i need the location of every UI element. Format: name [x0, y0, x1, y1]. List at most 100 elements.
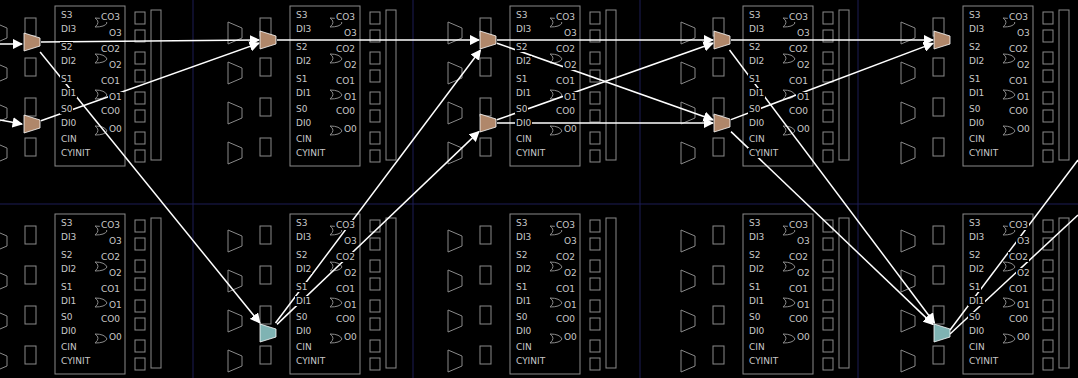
- net-connector: [41, 43, 259, 121]
- pin-label: DI1: [60, 296, 77, 306]
- net-connector: [731, 43, 933, 119]
- pin-label: DI1: [968, 88, 985, 98]
- pin-label: O2: [343, 60, 358, 70]
- pin-label: DI2: [515, 264, 532, 274]
- pin-label: S1: [515, 282, 528, 292]
- pin-label: S3: [748, 218, 761, 228]
- pin-label: S3: [295, 218, 308, 228]
- pin-label: O3: [108, 236, 123, 246]
- pin-label: CO1: [788, 284, 809, 294]
- pin-label: CIN: [968, 342, 986, 352]
- pin-label: CIN: [515, 134, 533, 144]
- pin-label: O0: [343, 332, 358, 342]
- pin-label: CO0: [335, 314, 356, 324]
- pin-label: O3: [796, 28, 811, 38]
- pin-label: S2: [968, 42, 981, 52]
- pin-label: S0: [295, 312, 308, 322]
- pin-label: O0: [796, 332, 811, 342]
- pin-label: CO2: [1008, 252, 1029, 262]
- pin-label: DI3: [748, 24, 765, 34]
- pin-label: O1: [343, 92, 358, 102]
- placed-cell: [933, 30, 951, 50]
- pin-label: CO0: [100, 314, 121, 324]
- pin-label: DI2: [60, 264, 77, 274]
- pin-label: CO3: [100, 12, 121, 22]
- slice-outline: [681, 6, 849, 166]
- placed-cell: [713, 30, 731, 50]
- pin-label: DI3: [515, 24, 532, 34]
- pin-label: DI3: [60, 232, 77, 242]
- slice-outline: [901, 214, 1069, 374]
- pin-label: CO0: [335, 106, 356, 116]
- tile-border: [0, 204, 1078, 205]
- pin-label: DI2: [748, 56, 765, 66]
- net-connector: [731, 39, 933, 41]
- pin-label: CO3: [335, 220, 356, 230]
- pin-label: O1: [108, 300, 123, 310]
- pin-label: S2: [968, 250, 981, 260]
- pin-label: DI0: [748, 118, 765, 128]
- pin-label: DI2: [968, 56, 985, 66]
- pin-label: O0: [1016, 124, 1031, 134]
- pin-label: DI0: [748, 326, 765, 336]
- pin-label: CO1: [100, 284, 121, 294]
- pin-label: CO0: [1008, 314, 1029, 324]
- pin-label: DI0: [295, 326, 312, 336]
- pin-label: O1: [563, 92, 578, 102]
- pin-label: DI0: [515, 326, 532, 336]
- pin-label: O1: [796, 300, 811, 310]
- pin-label: CO2: [555, 252, 576, 262]
- net-connector: [41, 40, 259, 42]
- pin-label: S0: [968, 104, 981, 114]
- pin-label: CIN: [748, 134, 766, 144]
- pin-label: O2: [1016, 60, 1031, 70]
- pin-label: O1: [1016, 92, 1031, 102]
- net-connector: [276, 50, 481, 323]
- pin-label: CO1: [555, 76, 576, 86]
- net-connector: [730, 50, 935, 323]
- pin-label: DI1: [60, 88, 77, 98]
- pin-label: CO3: [1008, 220, 1029, 230]
- pin-label: O0: [108, 332, 123, 342]
- pin-label: O1: [108, 92, 123, 102]
- pin-label: CO3: [1008, 12, 1029, 22]
- pin-label: CYINIT: [295, 356, 326, 366]
- pin-label: CO3: [555, 220, 576, 230]
- pin-label: DI0: [295, 118, 312, 128]
- pin-label: CO3: [555, 12, 576, 22]
- pin-label: S0: [968, 312, 981, 322]
- pin-label: CO1: [555, 284, 576, 294]
- pin-label: O0: [108, 124, 123, 134]
- pin-label: DI1: [515, 88, 532, 98]
- output-wire: [950, 215, 1078, 334]
- placed-cell: [259, 30, 277, 50]
- pin-label: S0: [60, 104, 73, 114]
- pin-label: S3: [968, 10, 981, 20]
- pin-label: S0: [748, 312, 761, 322]
- pin-label: O0: [796, 124, 811, 134]
- pin-label: S1: [295, 282, 308, 292]
- pin-label: O2: [108, 60, 123, 70]
- pin-label: S3: [515, 10, 528, 20]
- pin-label: S1: [515, 74, 528, 84]
- pin-label: O3: [1016, 236, 1031, 246]
- tile-border: [413, 0, 414, 378]
- pin-label: CYINIT: [748, 356, 779, 366]
- pin-label: DI3: [968, 24, 985, 34]
- pin-label: S2: [515, 42, 528, 52]
- placed-cell: [23, 32, 41, 52]
- pin-label: CO2: [788, 44, 809, 54]
- pin-label: O2: [1016, 268, 1031, 278]
- pin-label: CO3: [100, 220, 121, 230]
- pin-label: O0: [343, 124, 358, 134]
- pin-label: DI0: [968, 326, 985, 336]
- pin-label: S2: [60, 42, 73, 52]
- tile-border: [858, 0, 859, 378]
- pin-label: DI2: [968, 264, 985, 274]
- pin-label: O2: [108, 268, 123, 278]
- output-wire: [950, 160, 1078, 330]
- pin-label: DI2: [295, 264, 312, 274]
- pin-label: DI0: [515, 118, 532, 128]
- tile-border: [193, 0, 194, 378]
- net-connector: [497, 39, 713, 41]
